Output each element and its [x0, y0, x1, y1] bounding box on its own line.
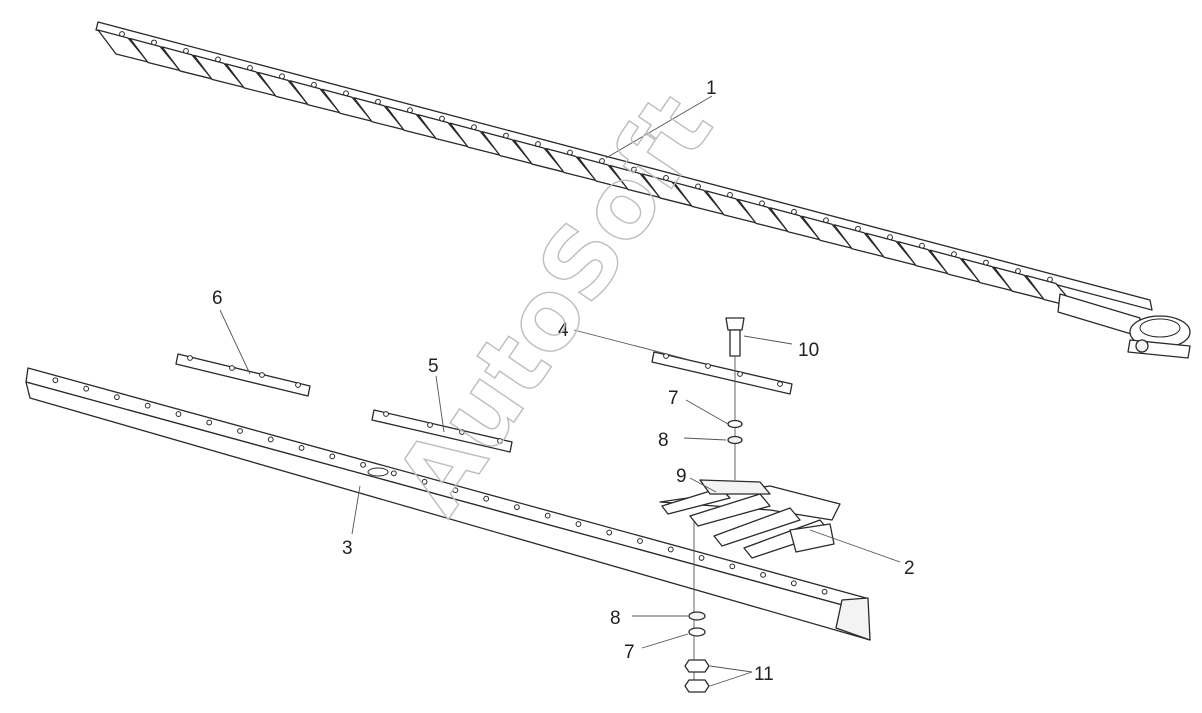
rivet-hole: [215, 56, 221, 63]
rivet-hole: [631, 166, 637, 173]
callout-7-lower: 7: [624, 642, 635, 663]
callout-6: 6: [212, 288, 223, 309]
rivet-hole: [951, 251, 957, 258]
rivet-hole: [599, 158, 605, 164]
bar-hole: [144, 402, 151, 409]
bar-hole: [237, 428, 243, 434]
rivet-hole: [759, 200, 765, 207]
bar-hole: [821, 588, 828, 595]
rivet-hole: [343, 90, 349, 97]
rivet-hole: [919, 242, 925, 249]
rivet-hole: [1015, 268, 1021, 274]
bar-hole: [206, 419, 213, 426]
bar-hole: [698, 555, 705, 561]
bar-hole: [729, 563, 736, 570]
rivet-hole: [823, 217, 829, 224]
bar-hole: [483, 495, 490, 502]
rivet-hole: [503, 132, 509, 139]
lock-washer-8-upper: [727, 435, 743, 445]
bar-hole: [790, 580, 797, 587]
knife-assembly: [95, 21, 1191, 359]
callout-9: 9: [676, 466, 687, 487]
callout-1: 1: [706, 78, 717, 99]
guard-fingers-9: [659, 479, 841, 559]
bar-hole: [52, 377, 59, 384]
rivet-hole: [279, 73, 285, 80]
rivet-hole: [663, 175, 669, 181]
plate-6: [175, 353, 311, 397]
rivet-hole: [791, 208, 797, 215]
bar-hole: [298, 445, 305, 451]
plate-4: [651, 351, 793, 395]
leader-lines: [219, 95, 901, 687]
rivet-hole: [855, 225, 861, 232]
rivet-hole: [151, 39, 157, 46]
rivet-hole: [727, 191, 733, 198]
washer-7-lower: [688, 627, 706, 637]
callout-8-upper: 8: [658, 430, 669, 451]
bar-hole: [390, 470, 397, 477]
callout-5: 5: [428, 356, 439, 377]
callout-4: 4: [558, 320, 569, 341]
rivet-hole: [407, 107, 413, 114]
rivet-hole: [887, 234, 893, 241]
bolt-10: [725, 317, 745, 357]
plate-5: [371, 409, 513, 453]
bar-hole: [606, 529, 613, 536]
rivet-hole: [439, 115, 445, 122]
bar-hole: [637, 538, 643, 544]
callout-7-upper: 7: [668, 388, 679, 409]
rivet-hole: [247, 64, 253, 71]
bar-hole: [267, 436, 274, 443]
bar-hole: [514, 504, 520, 511]
bar-hole: [83, 385, 90, 392]
bar-hole: [329, 453, 336, 460]
rivet-hole: [535, 141, 541, 147]
washer-7-upper: [727, 419, 743, 429]
callout-10: 10: [798, 340, 819, 361]
nut-11-upper: [684, 659, 710, 673]
callout-labels: 1 2 3 4 5 6 7 7 8 8 9 10 11: [212, 78, 915, 685]
bar-hole: [760, 571, 766, 578]
callout-8-lower: 8: [610, 608, 621, 629]
callout-3: 3: [342, 538, 353, 559]
finger-bar-holes: [52, 377, 828, 595]
knife-head: [1057, 293, 1191, 359]
bar-hole: [421, 478, 428, 485]
bar-hole: [544, 512, 551, 519]
rivet-hole: [183, 48, 189, 54]
bar-hole: [114, 394, 120, 401]
bar-hole: [452, 487, 459, 494]
rivet-hole: [375, 98, 381, 105]
rivet-hole: [311, 81, 317, 88]
finger-bar: [25, 367, 871, 641]
lock-washer-8-lower: [688, 611, 706, 621]
rivet-hole: [567, 149, 573, 156]
bar-hole: [667, 546, 674, 553]
rivet-hole: [119, 31, 125, 37]
bar-hole: [575, 521, 582, 527]
rivet-hole: [471, 124, 477, 131]
callout-11: 11: [754, 664, 774, 685]
bar-hole: [360, 461, 366, 468]
bar-hole: [175, 411, 182, 417]
rivet-hole: [1047, 276, 1053, 283]
rivet-hole: [983, 259, 989, 266]
callout-2: 2: [904, 558, 915, 579]
nut-11-lower: [684, 679, 710, 693]
rivet-hole: [695, 183, 701, 190]
